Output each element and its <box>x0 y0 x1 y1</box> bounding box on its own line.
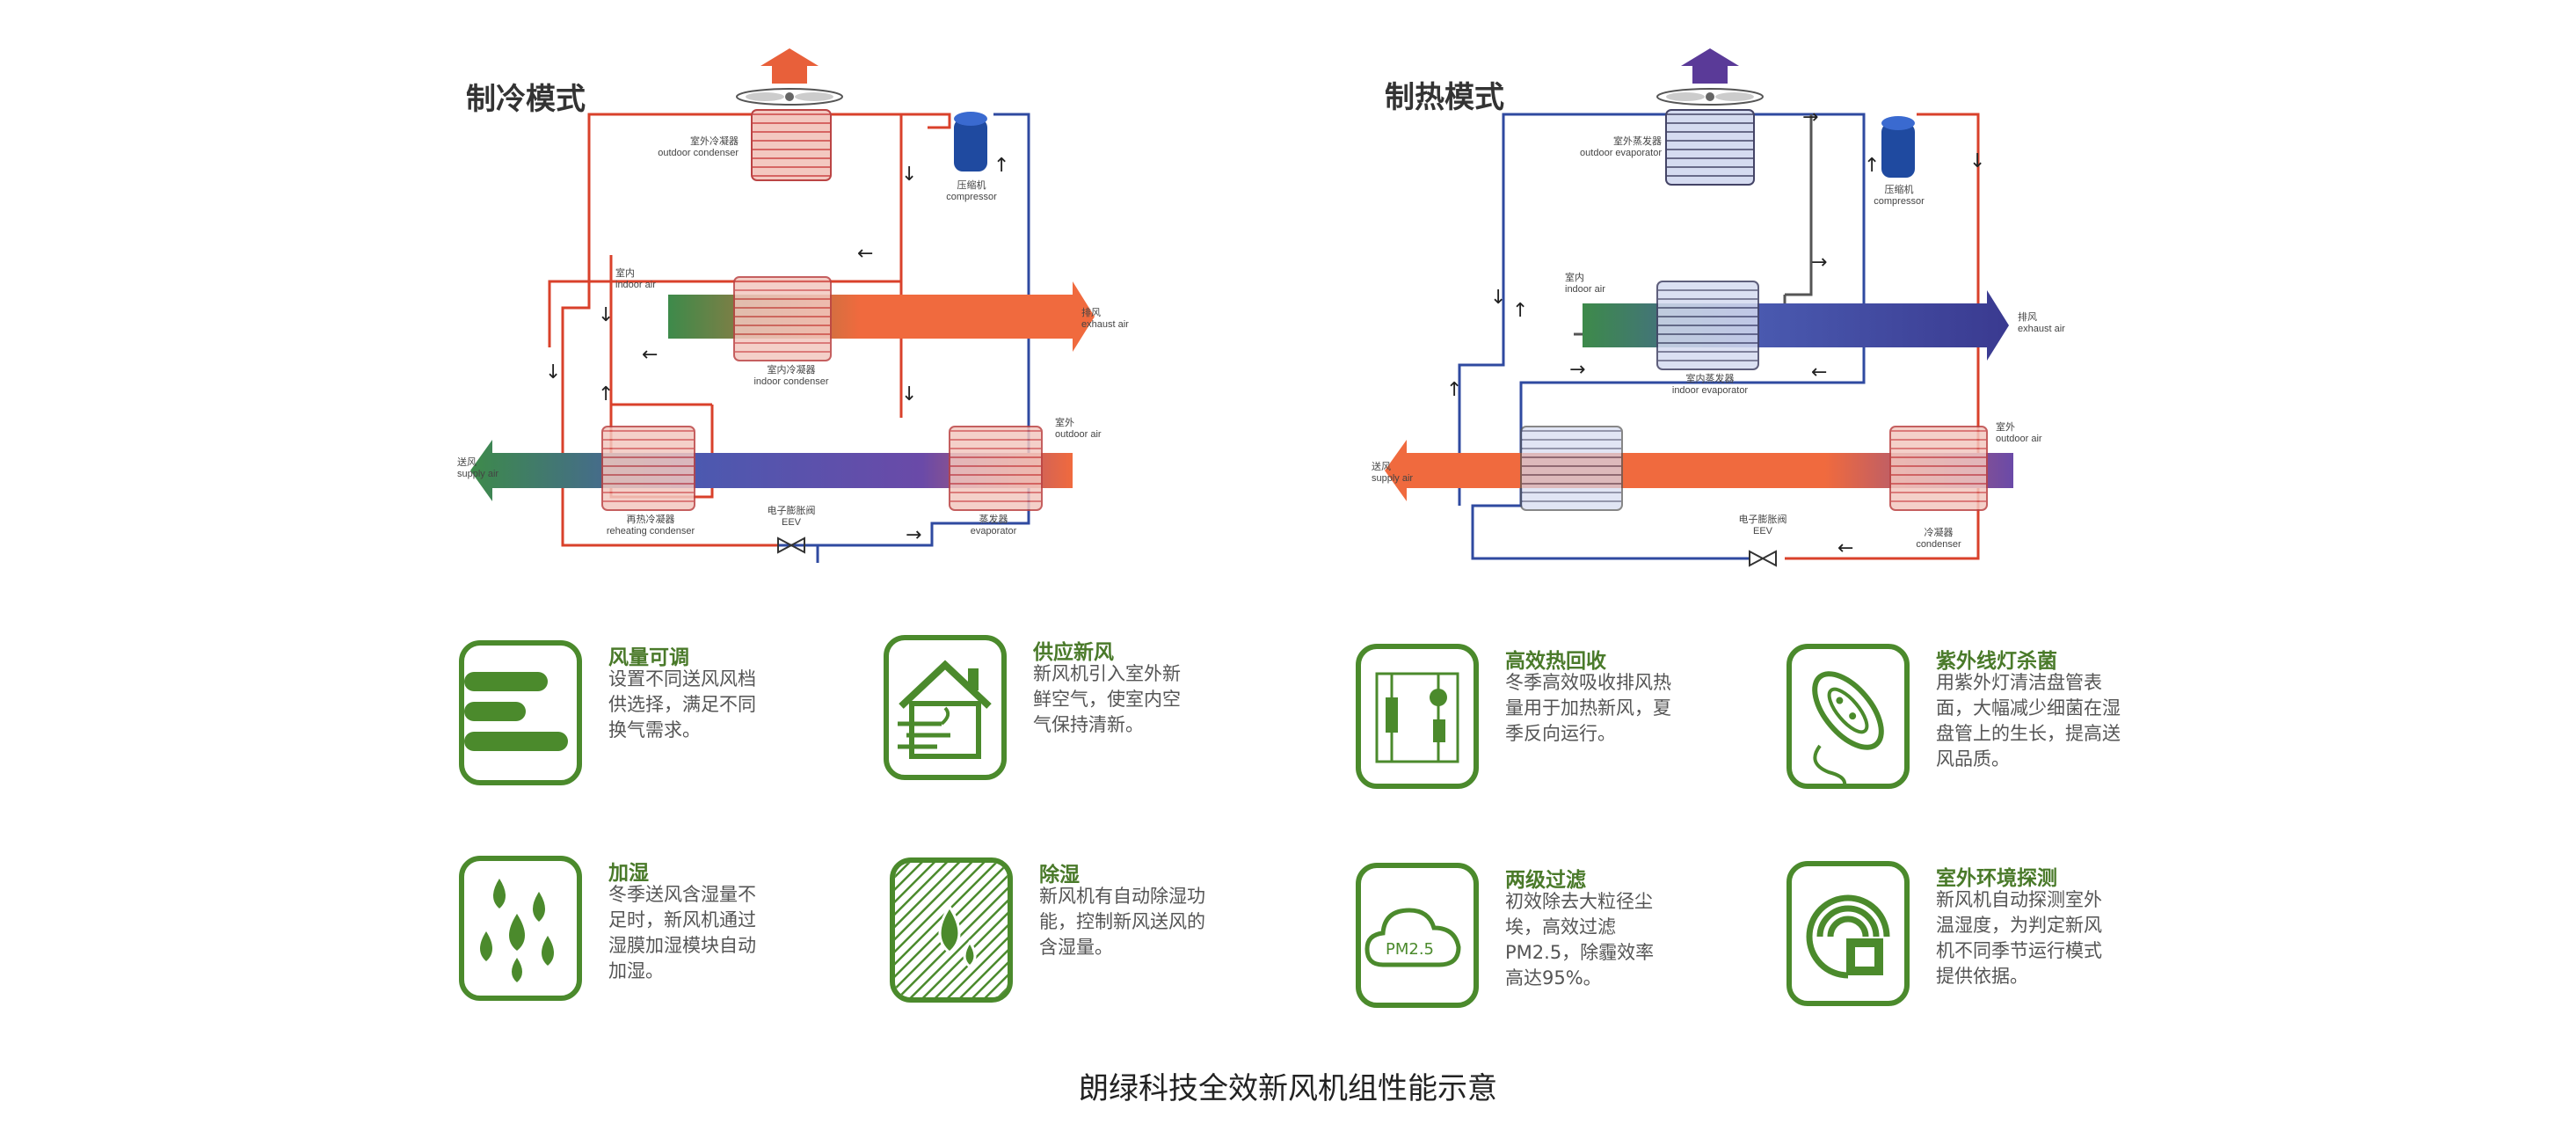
feature-title: 两级过滤 <box>1505 869 1586 892</box>
compressor-icon <box>954 112 987 171</box>
heat-recovery-coil <box>1520 426 1623 511</box>
flow-arrow-icon: ↓ <box>598 304 614 326</box>
outdoor-evaporator-coil <box>1665 109 1755 186</box>
bacteria-icon <box>1786 644 1910 789</box>
feature-title: 除湿 <box>1039 864 1080 887</box>
feature-title: 室外环境探测 <box>1936 867 2057 890</box>
pm25-cloud-icon: PM2.5 <box>1356 863 1479 1008</box>
feature-title: 加湿 <box>608 862 649 885</box>
compressor-icon <box>1881 116 1915 178</box>
dehumidify-icon <box>890 857 1013 1003</box>
fan-icon <box>736 88 843 106</box>
heat-recovery-icon <box>1356 644 1479 789</box>
cooling-mode-title: 制冷模式 <box>466 82 586 117</box>
flow-arrow-icon: → <box>1802 106 1818 128</box>
feature-desc: 新风机自动探测室外温湿度，为判定新风机不同季节运行模式提供依据。 <box>1936 889 2102 987</box>
flow-arrow-icon: ← <box>642 344 658 366</box>
heating-mode-title: 制热模式 <box>1385 80 1504 115</box>
water-drops-icon <box>459 856 582 1001</box>
feature-desc: 冬季高效吸收排风热量用于加热新风，夏季反向运行。 <box>1505 672 1671 744</box>
feature-desc: 冬季送风含湿量不足时，新风机通过湿膜加湿模块自动加湿。 <box>608 884 756 981</box>
flow-arrow-icon: ← <box>857 243 873 265</box>
evaporator-coil <box>949 426 1043 511</box>
feature-title: 供应新风 <box>1033 641 1114 664</box>
feature-desc: 新风机有自动除湿功能，控制新风送风的含湿量。 <box>1039 886 1205 958</box>
indoor-evaporator-coil <box>1656 281 1759 370</box>
flow-arrow-icon: ↑ <box>598 383 614 405</box>
airflow-bars-icon <box>459 640 582 785</box>
condenser-coil <box>1889 426 1988 511</box>
flow-arrow-icon: ↑ <box>1512 300 1528 322</box>
page-caption: 朗绿科技全效新风机组性能示意 <box>1079 1071 1497 1106</box>
feature-desc: 初效除去大粒径尘埃，高效过滤PM2.5，除霾效率高达95%。 <box>1505 891 1655 989</box>
flow-arrow-icon: ↓ <box>545 361 561 383</box>
heating-diagram: → ↑ ↓ → ↓ ↑ ↑ → ← ← <box>1372 48 2075 567</box>
flow-arrow-icon: ↑ <box>993 155 1009 177</box>
flow-arrow-icon: ↓ <box>1969 150 1985 172</box>
sensor-icon <box>1786 861 1910 1006</box>
flow-arrow-icon: ↑ <box>1864 155 1880 177</box>
feature-title: 紫外线灯杀菌 <box>1936 650 2057 673</box>
flow-arrow-icon: ↑ <box>1446 379 1462 401</box>
exhaust-up-arrow-icon <box>1681 48 1739 84</box>
cooling-diagram-svg: ↓ ↑ ← ↓ ← ↓ ↓ ↑ → <box>470 48 1095 563</box>
outdoor-condenser-coil <box>751 109 832 181</box>
flow-arrow-icon: ← <box>1811 361 1827 383</box>
flow-arrow-icon: → <box>1569 359 1585 381</box>
exhaust-air-band <box>1583 290 2009 361</box>
feature-desc: 新风机引入室外新鲜空气，使室内空气保持清新。 <box>1033 663 1181 735</box>
eev-valve-icon <box>777 536 805 554</box>
flow-arrow-icon: ↓ <box>901 383 917 405</box>
exhaust-up-arrow-icon <box>760 48 819 84</box>
cooling-diagram: ↓ ↑ ← ↓ ← ↓ ↓ ↑ → <box>457 48 1152 567</box>
feature-desc: 用紫外灯清洁盘管表面，大幅减少细菌在湿盘管上的生长，提高送风品质。 <box>1936 672 2121 770</box>
reheating-condenser-coil <box>601 426 695 511</box>
feature-title: 高效热回收 <box>1505 650 1606 673</box>
flow-arrow-icon: → <box>906 524 921 546</box>
exhaust-air-band <box>668 281 1095 352</box>
house-wind-icon <box>884 635 1007 780</box>
eev-valve-icon <box>1749 550 1777 567</box>
flow-arrow-icon: ← <box>1837 537 1853 559</box>
flow-arrow-icon: ↓ <box>901 164 917 186</box>
indoor-condenser-coil <box>733 276 832 361</box>
fan-icon <box>1656 88 1764 106</box>
feature-title: 风量可调 <box>608 646 689 669</box>
heating-diagram-svg: → ↑ ↓ → ↓ ↑ ↑ → ← ← <box>1385 48 2013 567</box>
cooling-pipe-discharge <box>735 113 951 129</box>
feature-desc: 设置不同送风风档供选择，满足不同换气需求。 <box>608 668 756 741</box>
pm25-text: PM2.5 <box>1386 940 1434 959</box>
flow-arrow-icon: → <box>1811 252 1827 274</box>
flow-arrow-icon: ↓ <box>1490 287 1506 309</box>
